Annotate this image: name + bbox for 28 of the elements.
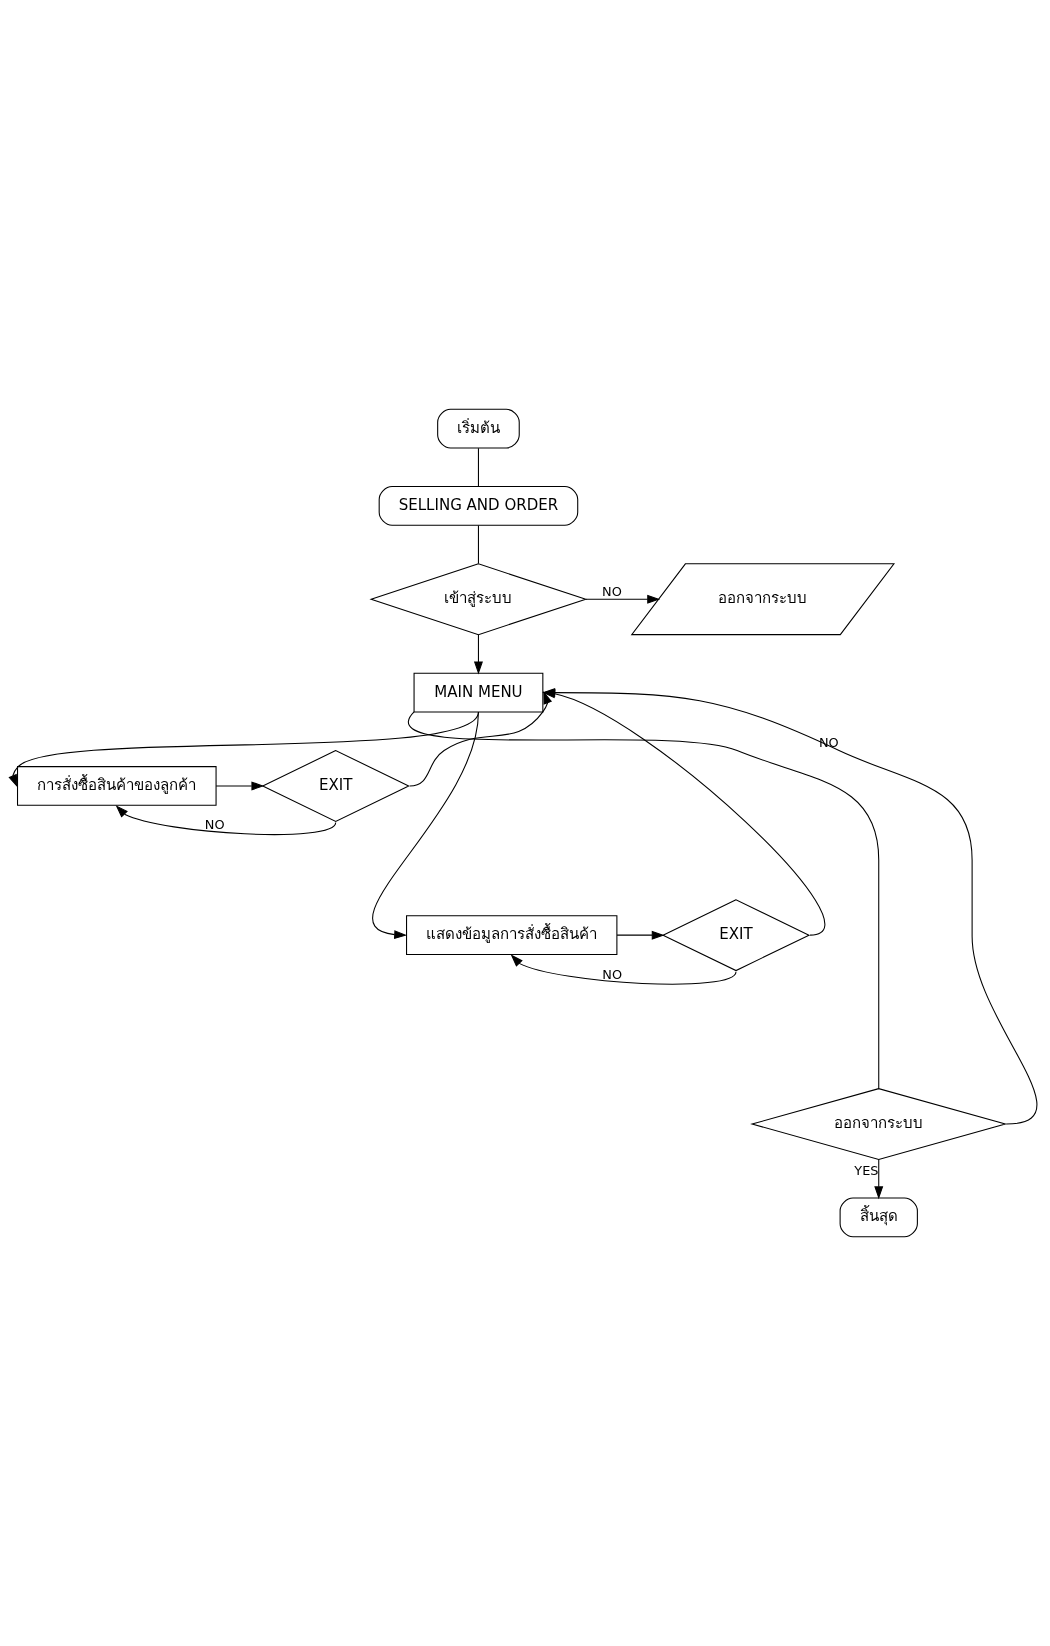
connector bbox=[407, 711, 880, 1090]
arrow bbox=[585, 594, 661, 604]
arrow bbox=[616, 930, 665, 940]
edge-label: NO bbox=[204, 816, 225, 832]
node-box: SELLING AND ORDER bbox=[378, 486, 579, 526]
node-diamond: เข้าสู่ระบบ bbox=[369, 563, 588, 636]
node-box: การสั่งซื้อสินค้าของลูกค้า bbox=[17, 766, 217, 806]
arrow bbox=[874, 1159, 884, 1200]
connector bbox=[477, 447, 479, 487]
node-diamond: EXIT bbox=[661, 899, 811, 972]
node-diamond: ออกจากระบบ bbox=[750, 1088, 1008, 1160]
node-box: แสดงข้อมูลการสั่งซื้อสินค้า bbox=[406, 915, 618, 955]
node-diamond: EXIT bbox=[261, 749, 410, 822]
arrow bbox=[8, 711, 479, 788]
edge-label: NO bbox=[602, 583, 622, 599]
arrow bbox=[409, 691, 553, 787]
arrow bbox=[372, 711, 479, 940]
connector bbox=[477, 524, 479, 565]
node-box: เริ่มต้น bbox=[437, 408, 520, 449]
edge-label: YES bbox=[854, 1162, 879, 1178]
arrow bbox=[115, 805, 337, 836]
arrow bbox=[215, 781, 265, 791]
arrow bbox=[473, 634, 483, 675]
node-box: สิ้นสุด bbox=[839, 1197, 918, 1238]
arrow bbox=[510, 954, 737, 985]
node-box: MAIN MENU bbox=[413, 672, 544, 713]
edge-label: NO bbox=[818, 734, 839, 750]
edge-label: NO bbox=[602, 966, 623, 982]
